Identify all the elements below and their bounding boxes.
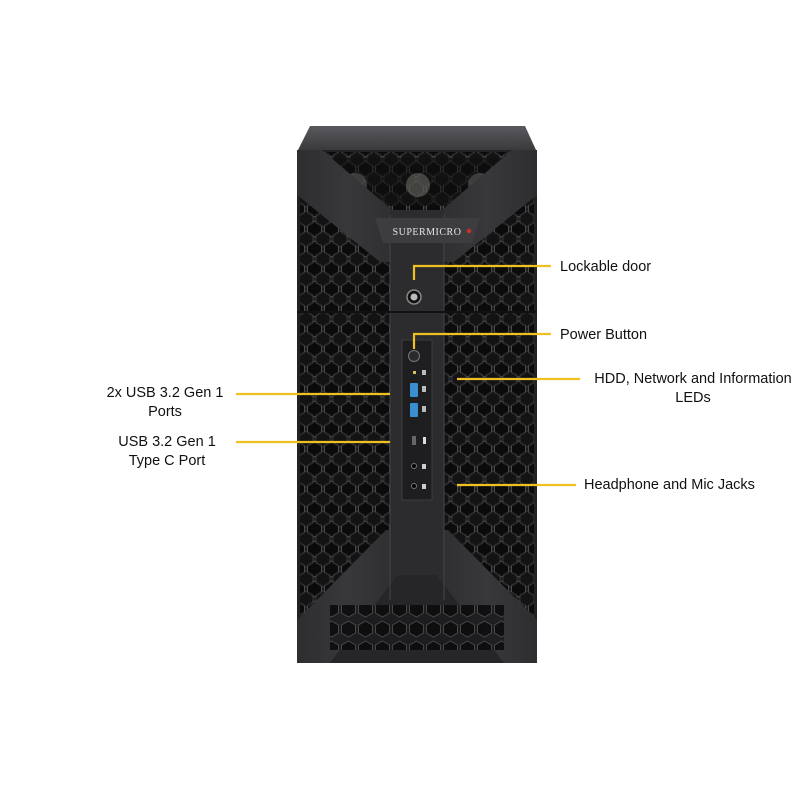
usb-c-port xyxy=(412,436,416,445)
leader-lockable-door xyxy=(412,264,551,280)
headphone-jack xyxy=(411,463,417,469)
usb-a-port xyxy=(410,383,418,397)
callout-usb-a: 2x USB 3.2 Gen 1 Ports xyxy=(90,384,240,422)
leader-power-button xyxy=(412,332,551,349)
callout-leds: HDD, Network and Information LEDs xyxy=(586,370,800,408)
callout-leader-lines xyxy=(236,264,580,487)
callout-usb-c-line1: USB 3.2 Gen 1 xyxy=(118,434,216,450)
callout-audio-jacks: Headphone and Mic Jacks xyxy=(584,477,755,493)
front-io-panel xyxy=(401,339,433,501)
frame-left-lower xyxy=(297,530,398,663)
callout-leds-line1: HDD, Network and Information xyxy=(594,371,792,387)
brand-logo: SUPERMICRO xyxy=(393,227,462,238)
callout-lockable-door: Lockable door xyxy=(560,259,652,275)
callout-usb-c-line2: Type C Port xyxy=(128,453,206,469)
callout-usb-c: USB 3.2 Gen 1 Type C Port xyxy=(92,433,242,471)
power-button-icon xyxy=(408,350,420,362)
mic-jack xyxy=(411,483,417,489)
callout-usb-a-line1: 2x USB 3.2 Gen 1 xyxy=(106,385,224,401)
case-top-lid xyxy=(298,126,536,150)
callout-leds-line2: LEDs xyxy=(675,390,711,406)
frame-right-lower xyxy=(436,530,537,663)
usb-a-port xyxy=(410,403,418,417)
callout-usb-a-line2: Ports xyxy=(148,404,182,420)
frame-left-upper xyxy=(297,150,398,262)
callout-power-button: Power Button xyxy=(560,327,648,343)
